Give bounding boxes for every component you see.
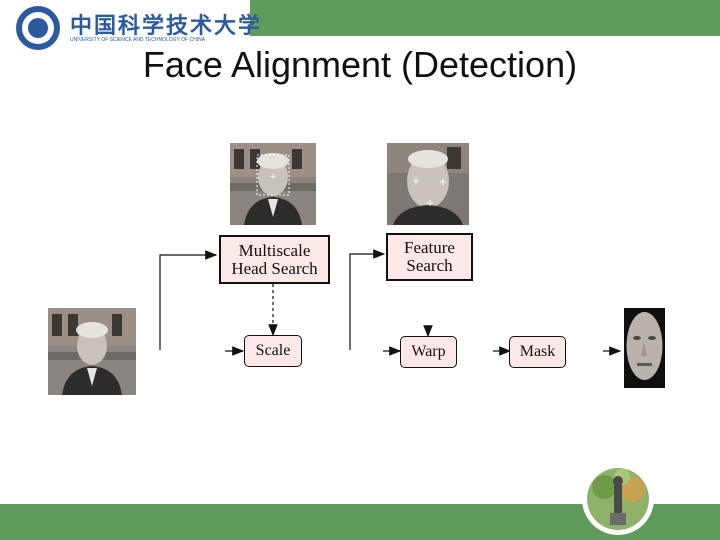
university-seal-logo (16, 6, 60, 50)
svg-text:+: + (426, 198, 434, 209)
university-name-cn: 中国科学技术大学 (70, 13, 263, 39)
scale-box: Scale (244, 335, 302, 367)
university-name-en: UNIVERSITY OF SCIENCE AND TECHNOLOGY OF … (70, 37, 206, 43)
slide-title: Face Alignment (Detection) (142, 44, 578, 85)
mask-box: Mask (509, 336, 566, 368)
campus-statue-badge (582, 463, 654, 535)
warp-box: Warp (400, 336, 457, 368)
feature-search-result-photo: + + + (387, 143, 469, 225)
multiscale-head-search-box: Multiscale Head Search (219, 235, 330, 284)
svg-text:+: + (412, 176, 420, 187)
input-photo (48, 308, 136, 395)
svg-text:+: + (439, 177, 447, 188)
head-search-result-photo: + (230, 143, 316, 225)
header-logo-area: 中国科学技术大学 UNIVERSITY OF SCIENCE AND TECHN… (0, 0, 260, 50)
output-masked-face-photo (624, 308, 665, 388)
svg-text:+: + (269, 172, 277, 182)
arrow-input-to-head-search (159, 250, 218, 350)
arrow-scale-to-feature-search (349, 249, 386, 350)
feature-search-box: Feature Search (386, 233, 473, 281)
